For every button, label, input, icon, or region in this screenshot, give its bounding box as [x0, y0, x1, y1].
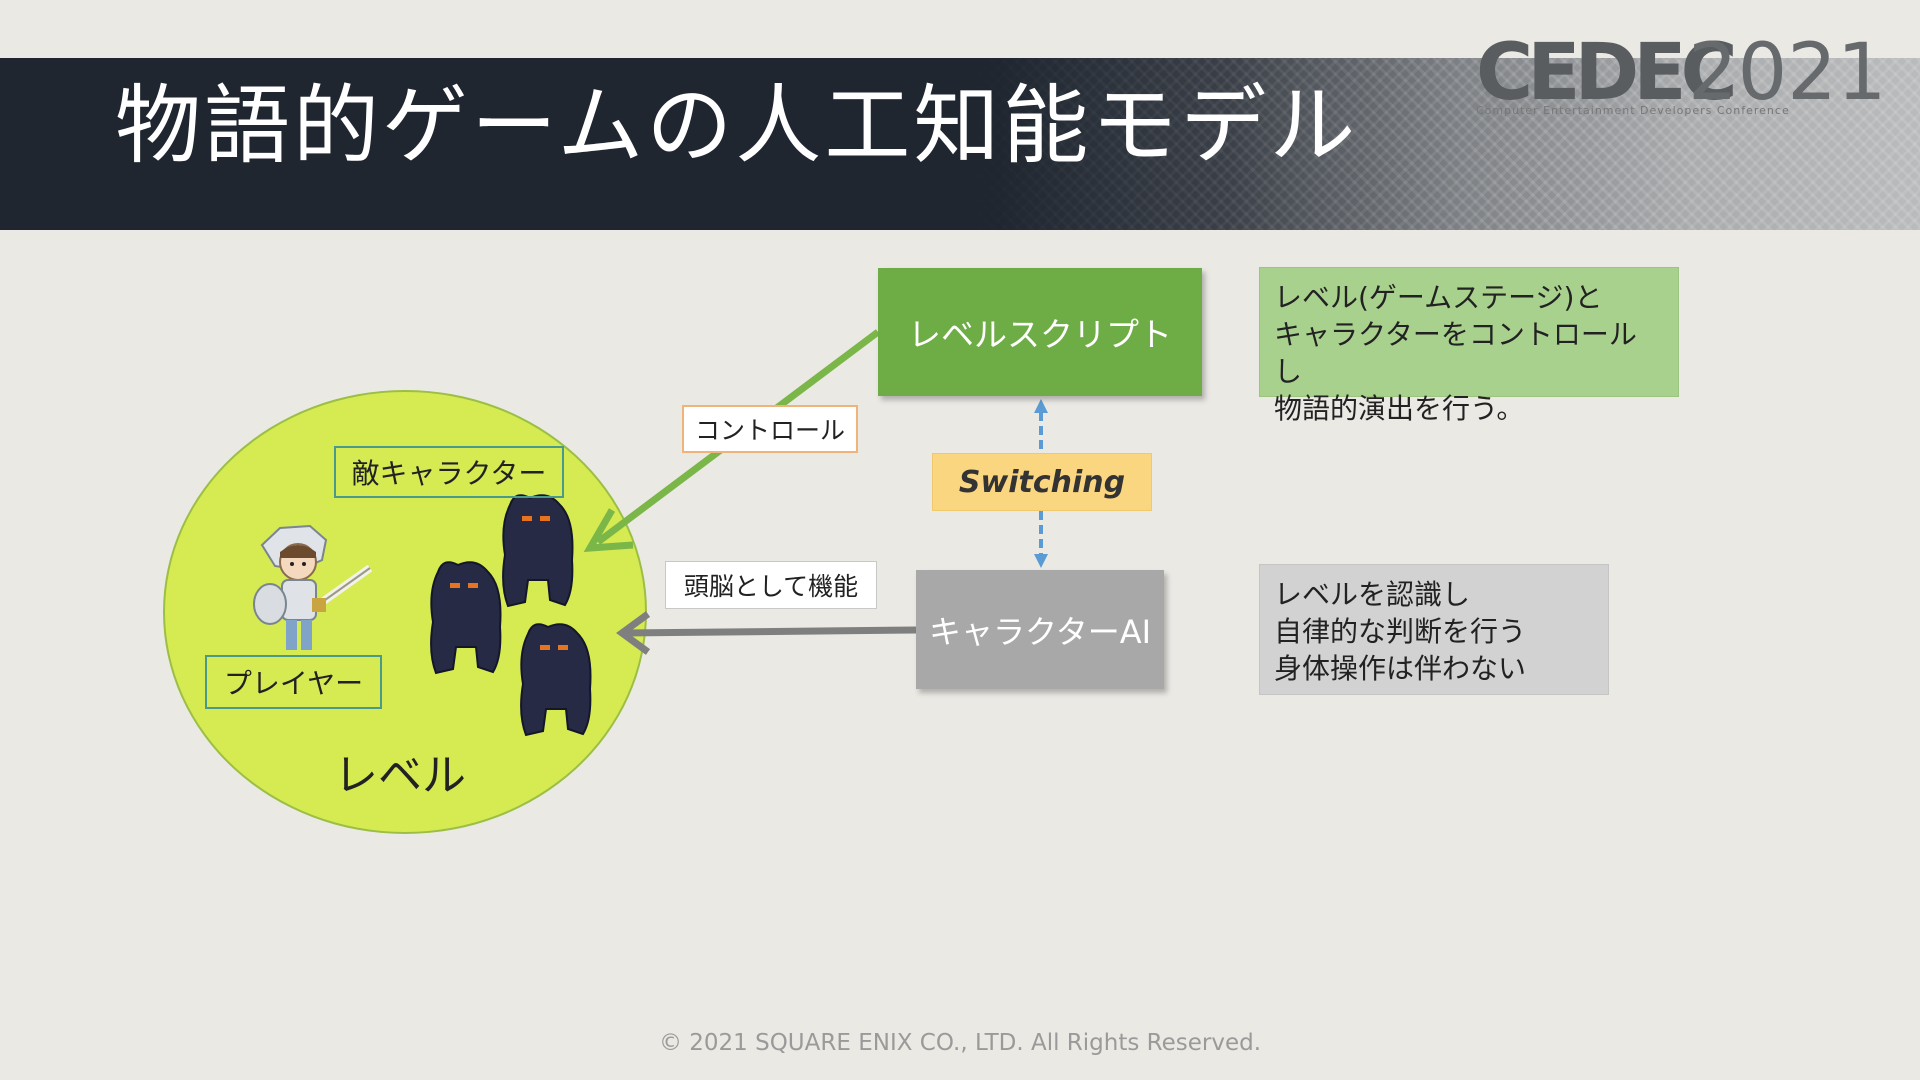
character-ai-note-line: レベルを認識し — [1274, 578, 1471, 611]
player-character-figure — [253, 524, 373, 650]
cedec-logo-main: CEDEC — [1476, 28, 1738, 118]
enemy-eyes — [450, 516, 568, 650]
character-ai-note-line: 身体操作は伴わない — [1274, 652, 1527, 685]
switching-label: Switching — [932, 453, 1152, 511]
level-script-note: レベル(ゲームステージ)と キャラクターをコントロールし 物語的演出を行う。 — [1259, 267, 1679, 425]
brain-function-label: 頭脳として機能 — [665, 561, 877, 609]
copyright-footer: © 2021 SQUARE ENIX CO., LTD. All Rights … — [658, 1030, 1262, 1056]
character-ai-note-line: 自律的な判断を行う — [1274, 615, 1527, 648]
cedec-logo-subtitle: Computer Entertainment Developers Confer… — [1476, 104, 1790, 117]
title-bar-pattern — [0, 58, 1920, 230]
enemy-character-label: 敵キャラクター — [334, 446, 564, 498]
slide-title: 物語的ゲームの人工知能モデル — [115, 76, 1359, 176]
control-label: コントロール — [682, 405, 858, 453]
level-circle — [163, 390, 647, 834]
cedec-logo: CEDEC 2021 Computer Entertainment Develo… — [1476, 28, 1896, 118]
brain-arrow — [616, 611, 917, 655]
title-bar — [0, 58, 1920, 230]
switching-arrow — [1034, 399, 1048, 568]
level-label: レベル — [334, 750, 466, 801]
cedec-logo-year: 2021 — [1688, 28, 1887, 118]
enemy-character-figure — [430, 494, 592, 737]
character-ai-note: レベルを認識し 自律的な判断を行う 身体操作は伴わない — [1259, 564, 1609, 695]
level-script-note-line: レベル(ゲームステージ)と — [1274, 281, 1603, 314]
level-script-note-line: 物語的演出を行う。 — [1274, 392, 1525, 425]
level-script-box: レベルスクリプト — [878, 268, 1202, 396]
player-label: プレイヤー — [205, 655, 382, 709]
level-script-note-line: キャラクターをコントロールし — [1274, 318, 1637, 388]
character-ai-box: キャラクターAI — [916, 570, 1164, 689]
